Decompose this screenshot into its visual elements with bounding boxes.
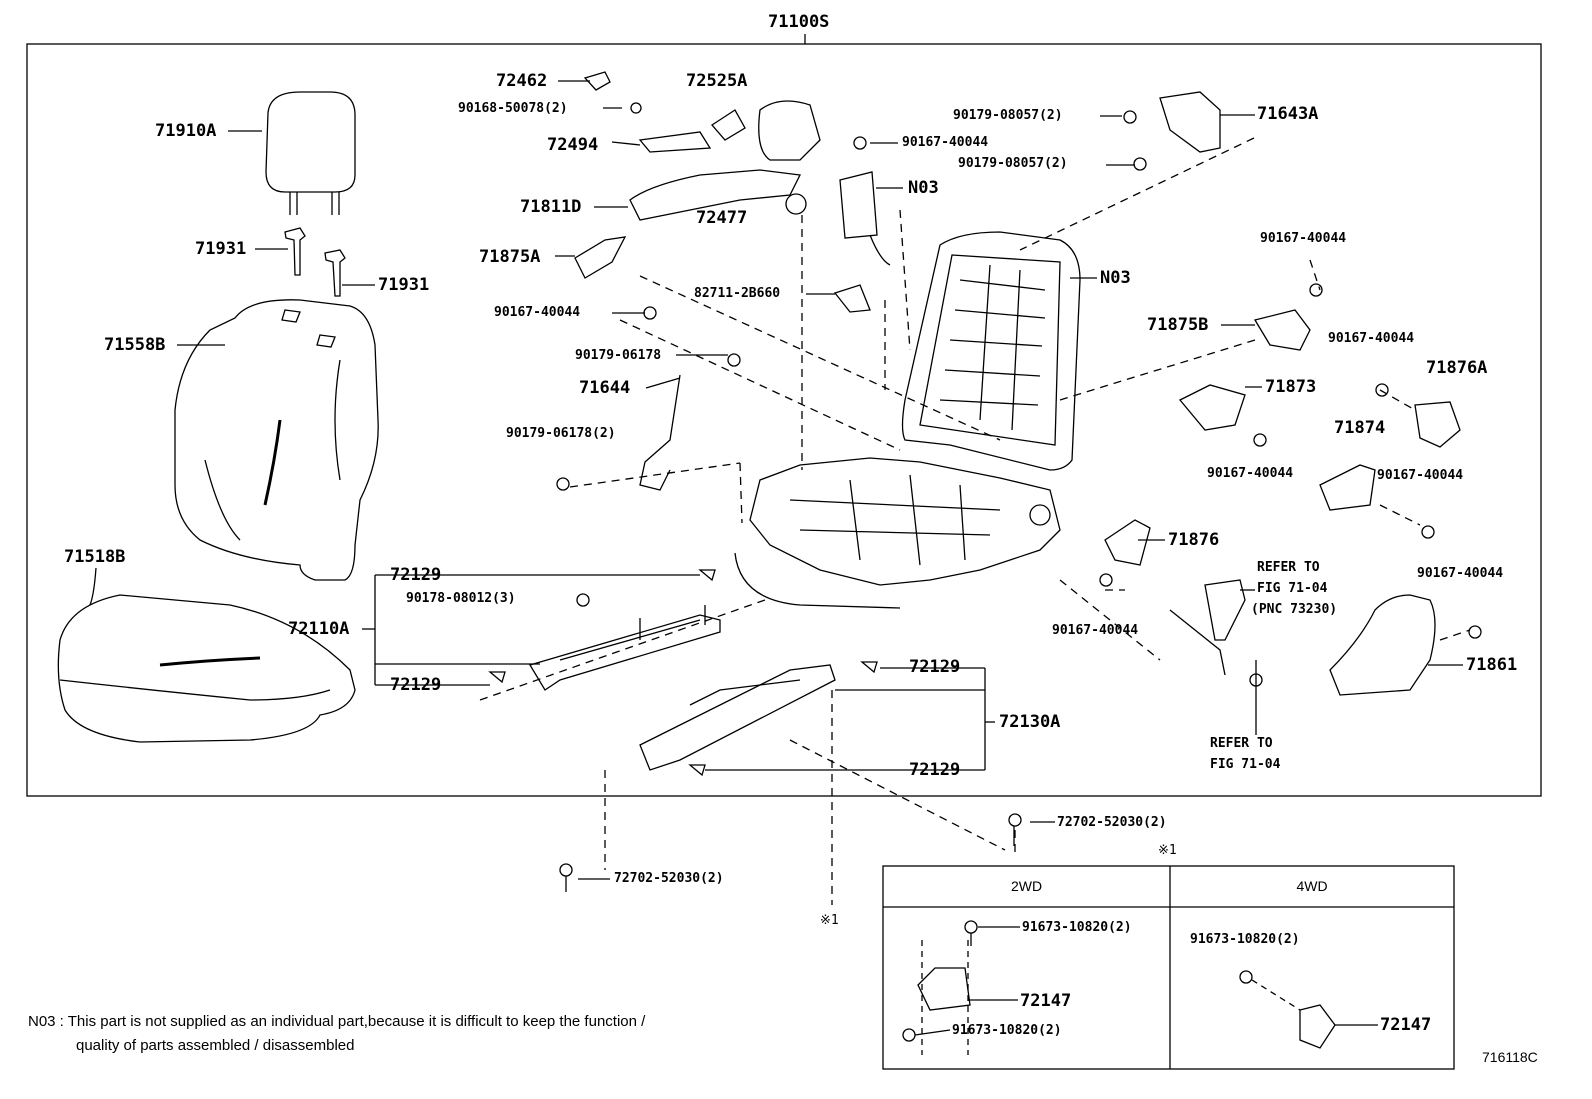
part-label-90179-06178: 90179-06178 bbox=[575, 348, 662, 363]
note-line-1: N03 : This part is not supplied as an in… bbox=[28, 1013, 646, 1030]
part-label-71931-a: 71931 bbox=[195, 239, 247, 259]
reference-mark-1: ※1 bbox=[1158, 843, 1177, 858]
part-label-71874: 71874 bbox=[1334, 418, 1386, 438]
headrest-drawing bbox=[265, 91, 356, 215]
part-label-90167-40044-r2: 90167-40044 bbox=[1328, 331, 1415, 346]
part-label-72494: 72494 bbox=[547, 135, 599, 155]
figure-code: 716118C bbox=[1482, 1049, 1538, 1065]
part-label-72147-b: 72147 bbox=[1380, 1015, 1432, 1035]
part-label-72129-c: 72129 bbox=[390, 675, 442, 695]
part-label-90179-08057-a: 90179-08057(2) bbox=[953, 108, 1063, 123]
variant-table bbox=[882, 865, 1455, 1070]
assembly-frame bbox=[26, 43, 1542, 797]
part-label-90167-40044-r4: 90167-40044 bbox=[1377, 468, 1464, 483]
part-label-90179-08057-b: 90179-08057(2) bbox=[958, 156, 1068, 171]
part-label-72702-52030-a: 72702-52030(2) bbox=[1057, 815, 1167, 830]
part-label-72147-a: 72147 bbox=[1020, 991, 1072, 1011]
seat-frame-drawing bbox=[734, 231, 1081, 609]
seatback-cover-drawing bbox=[174, 299, 379, 581]
part-label-72525A: 72525A bbox=[686, 71, 748, 91]
part-label-72110A: 72110A bbox=[288, 619, 350, 639]
lower-parts-drawing bbox=[488, 353, 878, 777]
part-label-71876: 71876 bbox=[1168, 530, 1220, 550]
part-label-72129-a: 72129 bbox=[390, 565, 442, 585]
part-label-91673-10820-b: 91673-10820(2) bbox=[952, 1023, 1062, 1038]
part-label-90167-40044-c: 90167-40044 bbox=[1052, 623, 1139, 638]
leader-lines bbox=[89, 80, 1463, 880]
refer-to-2-line1: REFER TO bbox=[1210, 736, 1273, 751]
headrest-support-drawing bbox=[284, 227, 346, 297]
part-label-N03-a: N03 bbox=[908, 178, 939, 198]
part-label-90168-50078: 90168-50078(2) bbox=[458, 101, 568, 116]
part-label-71931-b: 71931 bbox=[378, 275, 430, 295]
refer-to-2-line2: FIG 71-04 bbox=[1210, 757, 1281, 772]
part-label-72129-b: 72129 bbox=[909, 657, 961, 677]
part-label-90167-40044-r3: 90167-40044 bbox=[1207, 466, 1294, 481]
table-header-2wd: 2WD bbox=[1010, 878, 1043, 894]
part-label-91673-10820-a: 91673-10820(2) bbox=[1022, 920, 1132, 935]
fastener-drawings bbox=[559, 102, 1482, 892]
refer-to-1-line3: (PNC 73230) bbox=[1251, 602, 1338, 617]
part-label-71861: 71861 bbox=[1466, 655, 1518, 675]
assembly-title: 71100S bbox=[768, 12, 830, 32]
part-label-N03-b: N03 bbox=[1100, 268, 1131, 288]
part-label-72129-d: 72129 bbox=[909, 760, 961, 780]
part-label-71875A: 71875A bbox=[479, 247, 541, 267]
part-label-90167-40044-l1: 90167-40044 bbox=[494, 305, 581, 320]
upper-parts-drawing bbox=[574, 71, 1221, 313]
refer-to-1-line2: FIG 71-04 bbox=[1257, 581, 1328, 596]
note-line-2: quality of parts assembled / disassemble… bbox=[76, 1037, 355, 1054]
part-label-90167-40044-r5: 90167-40044 bbox=[1417, 566, 1504, 581]
reference-mark-2: ※1 bbox=[820, 913, 839, 928]
seat-cushion-cover-drawing bbox=[57, 594, 356, 743]
part-label-90167-40044-top: 90167-40044 bbox=[902, 135, 989, 150]
part-label-90179-06178-2: 90179-06178(2) bbox=[506, 426, 616, 441]
part-label-71873: 71873 bbox=[1265, 377, 1317, 397]
part-label-71518B: 71518B bbox=[64, 547, 126, 567]
part-label-90167-40044-r1: 90167-40044 bbox=[1260, 231, 1347, 246]
refer-to-1-line1: REFER TO bbox=[1257, 560, 1320, 575]
part-label-71876A: 71876A bbox=[1426, 358, 1488, 378]
part-label-82711-2B660: 82711-2B660 bbox=[694, 286, 781, 301]
part-label-71811D: 71811D bbox=[520, 197, 582, 217]
part-label-72477: 72477 bbox=[696, 208, 748, 228]
part-label-71558B: 71558B bbox=[104, 335, 166, 355]
part-label-91673-10820-c: 91673-10820(2) bbox=[1190, 932, 1300, 947]
part-label-71643A: 71643A bbox=[1257, 104, 1319, 124]
right-side-parts-drawing bbox=[1104, 309, 1461, 696]
part-label-71875B: 71875B bbox=[1147, 315, 1209, 335]
part-label-72462: 72462 bbox=[496, 71, 548, 91]
part-label-90178-08012: 90178-08012(3) bbox=[406, 591, 516, 606]
part-label-72130A: 72130A bbox=[999, 712, 1061, 732]
part-label-72702-52030-b: 72702-52030(2) bbox=[614, 871, 724, 886]
assembly-dashed-lines bbox=[479, 137, 1471, 905]
part-label-71910A: 71910A bbox=[155, 121, 217, 141]
table-header-4wd: 4WD bbox=[1296, 878, 1328, 894]
part-label-71644: 71644 bbox=[579, 378, 631, 398]
